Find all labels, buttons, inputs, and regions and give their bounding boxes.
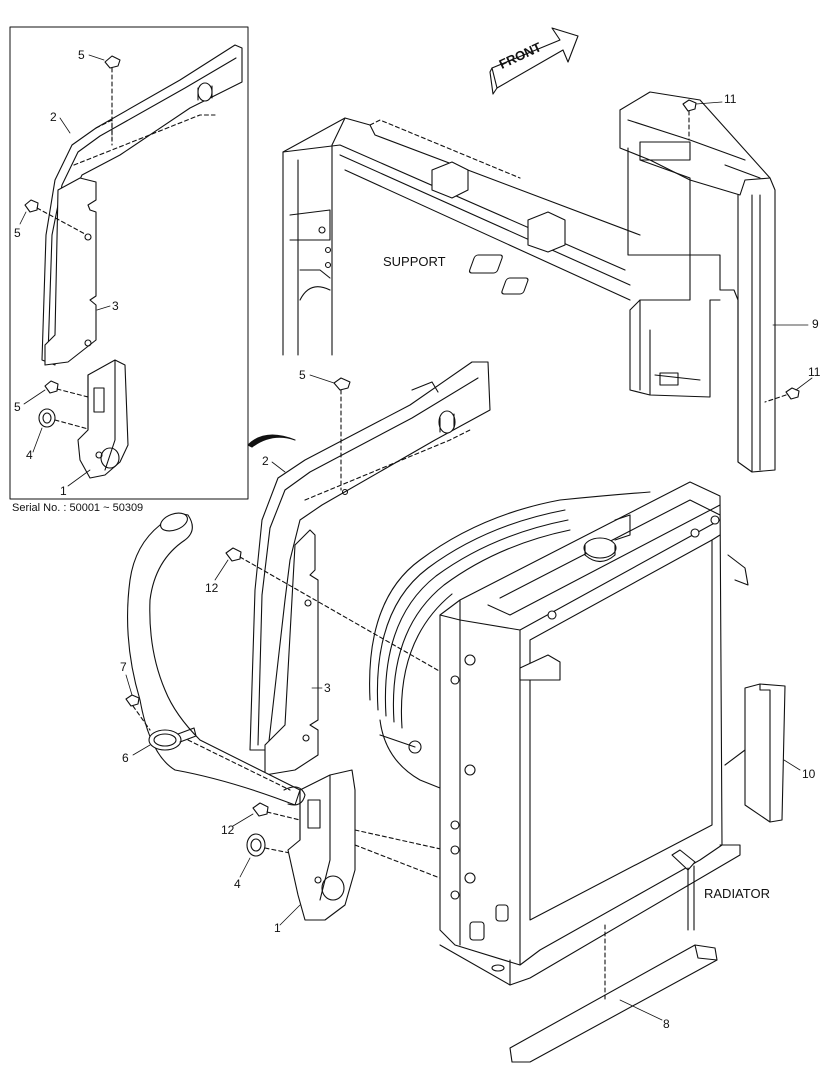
callout-main-7: 7: [120, 660, 127, 674]
callout-inset-5c: 5: [14, 400, 21, 414]
inset-bracket-2: [41, 44, 243, 366]
callout-main-10: 10: [802, 767, 816, 781]
callout-main-11b: 11: [808, 365, 821, 379]
callout-main-3: 3: [324, 681, 331, 695]
support-label: SUPPORT: [383, 254, 446, 269]
main-bolt-12a: [225, 547, 456, 681]
radiator-label: RADIATOR: [704, 886, 770, 901]
inset-plate-3: [44, 177, 97, 366]
seal-strip-8: [509, 924, 718, 1063]
callout-main-12a: 12: [205, 581, 219, 595]
callout-inset-5b: 5: [14, 226, 21, 240]
callout-inset-4: 4: [26, 448, 33, 462]
callout-main-11a: 11: [724, 92, 737, 106]
bolt-11b: [764, 387, 800, 403]
callout-main-8: 8: [663, 1017, 670, 1031]
inset-bolt-5b: [24, 199, 86, 235]
main-bolt-12b: [252, 802, 301, 821]
callout-inset-5a: 5: [78, 48, 85, 62]
inset-shroud-1: [77, 359, 129, 479]
front-arrow: [489, 27, 579, 95]
inset-arrow: [247, 434, 296, 448]
inset-box: [9, 26, 249, 500]
serial-number-label: Serial No. : 50001 ~ 50309: [12, 502, 144, 514]
main-bracket-2: [249, 361, 491, 751]
main-plate-3: [264, 529, 319, 776]
callout-inset-2: 2: [50, 110, 57, 124]
inset-grommet-4: [38, 408, 93, 431]
radiator-core: [369, 481, 749, 986]
callout-main-9: 9: [812, 317, 819, 331]
support-frame: [282, 117, 641, 356]
clamp-bolt-7: [125, 694, 151, 731]
inset-bolt-5a: [104, 55, 121, 141]
hose-clamp-6: [148, 727, 291, 791]
callout-main-12b: 12: [221, 823, 235, 837]
callout-main-2: 2: [262, 454, 269, 468]
main-shroud-1: [287, 769, 446, 921]
bolt-11a: [682, 99, 697, 141]
callout-main-4: 4: [234, 877, 241, 891]
seal-panel-9: [619, 91, 776, 473]
callout-inset-3: 3: [112, 299, 119, 313]
callout-main-6: 6: [122, 751, 129, 765]
callout-main-1: 1: [274, 921, 281, 935]
callout-inset-1: 1: [60, 484, 67, 498]
callout-main-5: 5: [299, 368, 306, 382]
main-bolt-5: [333, 377, 351, 491]
inset-bolt-5c: [44, 380, 93, 399]
seal-strip-10: [724, 683, 786, 823]
